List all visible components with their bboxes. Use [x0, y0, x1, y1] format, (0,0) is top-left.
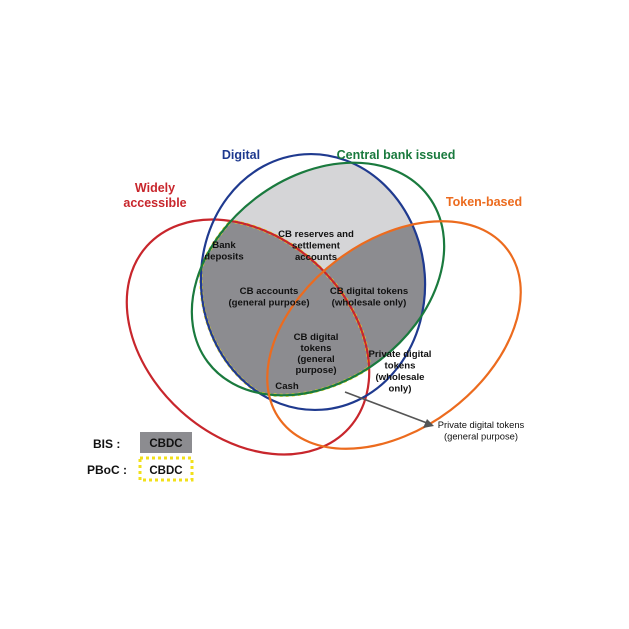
legend-bis-swatch [140, 432, 192, 453]
widely-accessible-ellipse [125, 218, 371, 456]
legend-bis-box-text: CBDC [149, 438, 182, 450]
cb-digital-tokens-wholesale-label: CB digital tokens(wholesale only) [330, 286, 408, 309]
private-digital-tokens-general-label: Private digital tokens(general purpose) [438, 419, 525, 442]
central-bank-issued-label: Central bank issued [337, 148, 456, 162]
token-based-label: Token-based [446, 195, 522, 209]
central-bank-issued-ellipse [190, 161, 446, 397]
digital-label: Digital [222, 148, 260, 162]
legend-pboc-swatch [138, 456, 194, 482]
digital-ellipse [199, 152, 427, 412]
token-based-ellipse [266, 220, 522, 450]
legend-pboc-label: PBoC : [87, 463, 127, 477]
cash-label: Cash [275, 381, 299, 392]
private-tokens-arrow-line [344, 391, 428, 424]
arrow-head-icon [423, 419, 434, 428]
legend-pboc-box-text: CBDC [149, 465, 182, 477]
cb-accounts-label: CB accounts(general purpose) [228, 286, 309, 309]
legend-bis-label: BIS : [93, 437, 120, 451]
